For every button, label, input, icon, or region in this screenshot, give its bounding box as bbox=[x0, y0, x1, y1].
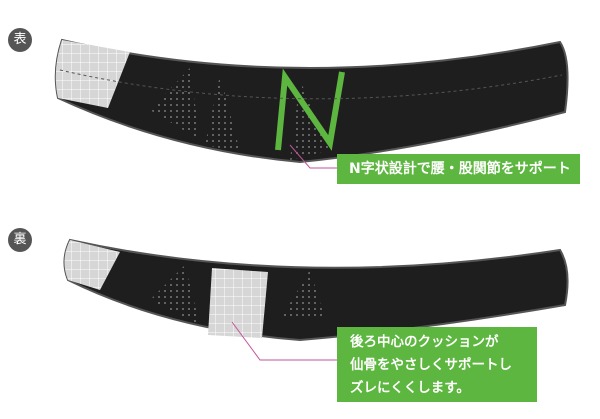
front-belt bbox=[54, 38, 569, 169]
front-leader-line bbox=[289, 144, 337, 169]
front-side-label: 表 bbox=[8, 28, 32, 52]
back-callout-line: 後ろ中心のクッションが bbox=[350, 334, 499, 350]
back-belt bbox=[63, 238, 569, 361]
front-callout: N字状設計で腰・股関節をサポート bbox=[337, 154, 580, 184]
back-leader-line bbox=[231, 321, 337, 361]
back-callout-line: ズレにくくします。 bbox=[350, 380, 470, 396]
back-side-label: 裏 bbox=[8, 228, 32, 252]
back-callout: 後ろ中心のクッションが 仙骨をやさしくサポートし ズレにくくします。 bbox=[337, 327, 537, 402]
n-shaped-support bbox=[275, 68, 345, 151]
back-callout-line: 仙骨をやさしくサポートし bbox=[350, 357, 512, 373]
